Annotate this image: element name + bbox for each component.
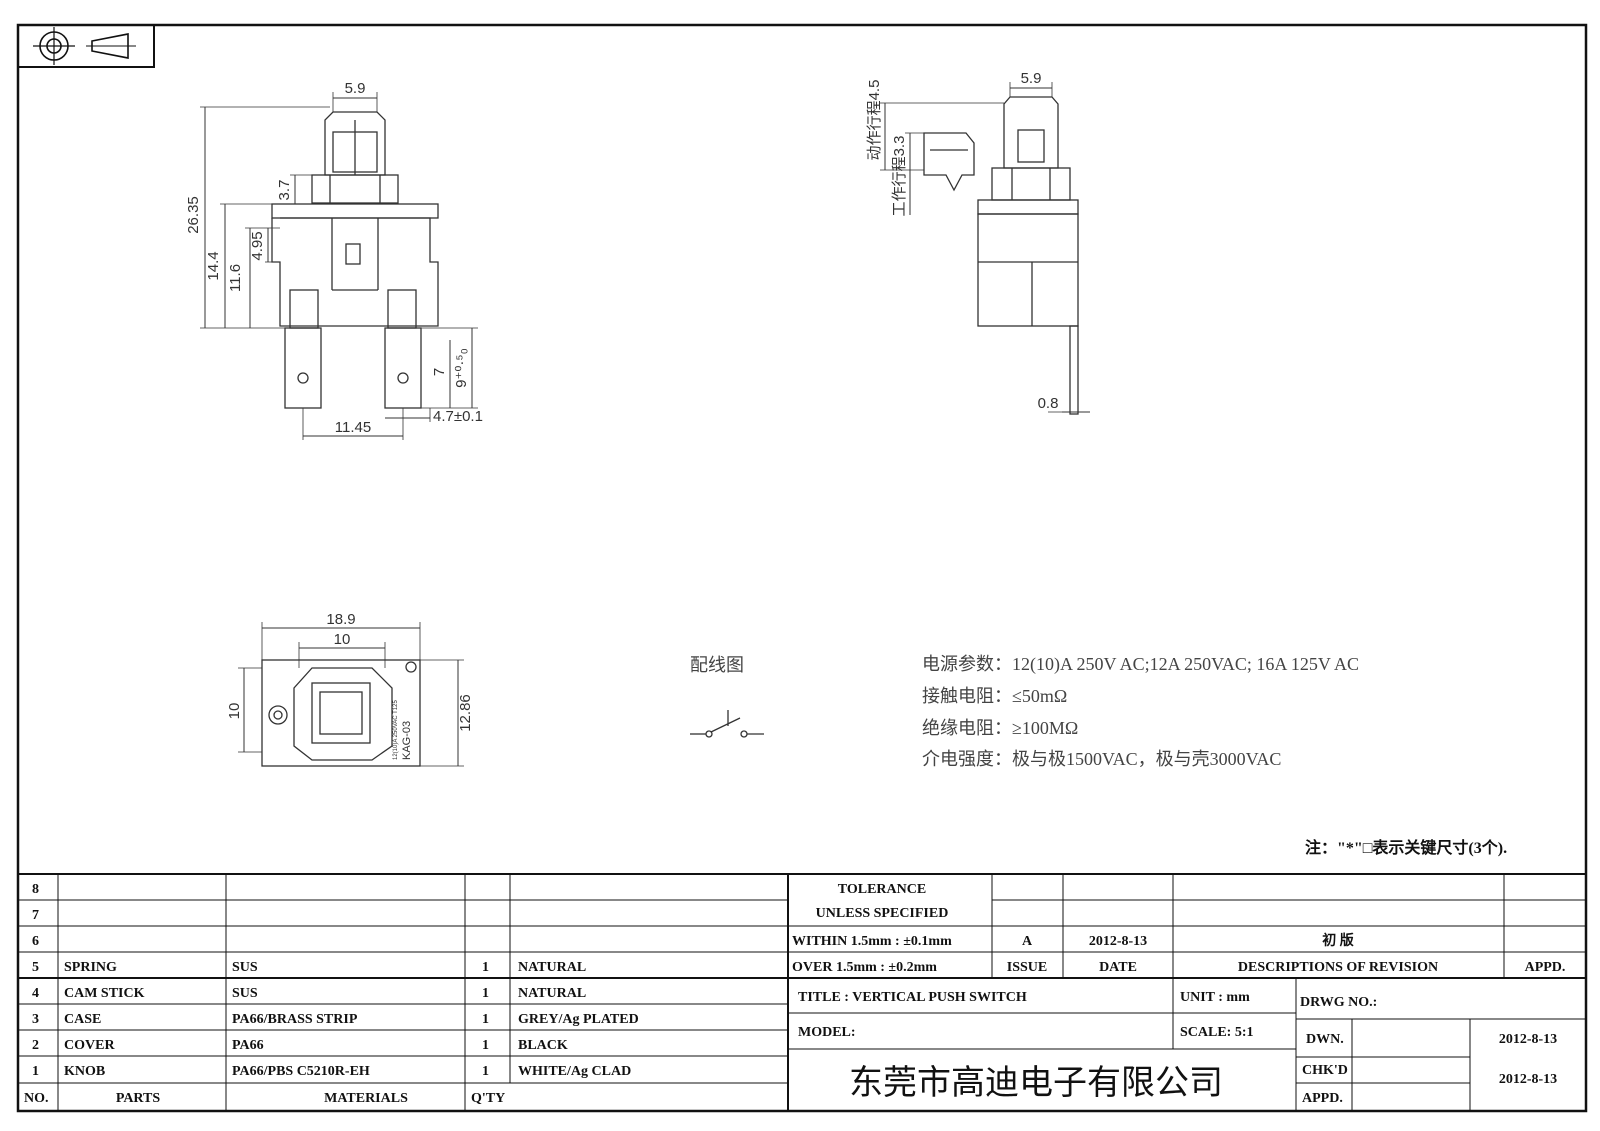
row-2-finish: BLACK <box>518 1038 568 1053</box>
dim-terminal-width: 4.7±0.1 <box>433 408 483 425</box>
row-1-part: KNOB <box>64 1064 105 1079</box>
title-block: TOLERANCE UNLESS SPECIFIED WITHIN 1.5mm … <box>792 882 1565 1106</box>
checked-date: 2012-8-13 <box>1499 1072 1557 1087</box>
company-name: 东莞市高迪电子有限公司 <box>849 1063 1223 1103</box>
key-dimension-note: 注："*"□表示关键尺寸(3个). <box>1305 838 1507 857</box>
row-5-qty: 1 <box>482 960 489 975</box>
row-1-material: PA66/PBS C5210R-EH <box>232 1064 370 1079</box>
row-5-part: SPRING <box>64 960 117 975</box>
spec-rating: 电源参数：12(10)A 250V AC;12A 250VAC; 16A 125… <box>922 654 1359 675</box>
row-3-no: 3 <box>32 1012 39 1027</box>
row-4-qty: 1 <box>482 986 489 1001</box>
scale-label: SCALE: 5:1 <box>1180 1025 1254 1040</box>
dim-terminal-length: 7 <box>431 368 448 376</box>
row-3-finish: GREY/Ag PLATED <box>518 1012 639 1027</box>
row-5-finish: NATURAL <box>518 960 586 975</box>
dim-top-width: 18.9 <box>326 611 355 628</box>
row-5-no: 5 <box>32 960 39 975</box>
header-qty: Q'TY <box>471 1091 505 1106</box>
sheet-frame <box>16 23 1588 1113</box>
spec-insulation-resistance: 绝缘电阻：≥100MΩ <box>922 718 1078 738</box>
wiring-diagram-label: 配线图 <box>690 655 744 675</box>
switch-symbol-icon <box>690 710 764 738</box>
parts-table-grid <box>18 873 1586 1111</box>
dim-terminal-length-tol: 9⁺⁰·⁵₀ <box>453 348 470 388</box>
spec-contact-resistance: 接触电阻：≤50mΩ <box>922 686 1067 706</box>
parts-table: 8 7 6 5 SPRING SUS 1 NATURAL 4 CAM STICK… <box>24 882 639 1106</box>
dim-travel-work: 工作行程3.3 <box>891 136 908 217</box>
drawn-date: 2012-8-13 <box>1499 1032 1557 1047</box>
date-value: 2012-8-13 <box>1089 934 1147 949</box>
checked-label: CHK'D <box>1302 1063 1348 1078</box>
side-view <box>880 82 1090 415</box>
row-5-material: SUS <box>232 960 258 975</box>
row-3-qty: 1 <box>482 1012 489 1027</box>
tolerance-over: OVER 1.5mm : ±0.2mm <box>792 960 937 975</box>
row-8-no: 8 <box>32 882 39 897</box>
unit-label: UNIT : mm <box>1180 990 1250 1005</box>
dim-top-right-height: 12.86 <box>457 694 474 732</box>
drawing-title: TITLE : VERTICAL PUSH SWITCH <box>798 990 1027 1005</box>
dim-front-height-a: 14.4 <box>205 251 222 280</box>
row-3-material: PA66/BRASS STRIP <box>232 1012 358 1027</box>
row-6-no: 6 <box>32 934 39 949</box>
dim-front-height-b: 11.6 <box>227 264 244 292</box>
front-view <box>200 92 478 440</box>
dim-terminal-pitch: 11.45 <box>335 419 371 436</box>
appd-header-label: APPD. <box>1525 960 1566 975</box>
row-2-qty: 1 <box>482 1038 489 1053</box>
header-parts: PARTS <box>116 1091 161 1106</box>
dim-front-height-c: 4.95 <box>249 231 266 260</box>
row-4-part: CAM STICK <box>64 986 145 1001</box>
spec-dielectric-strength: 介电强度：极与极1500VAC，极与壳3000VAC <box>922 749 1281 769</box>
dim-front-height-d: 3.7 <box>276 180 293 201</box>
dim-side-top-width: 5.9 <box>1021 70 1042 87</box>
dim-front-top-width: 5.9 <box>345 80 366 97</box>
issue-label: ISSUE <box>1007 960 1047 975</box>
tolerance-within: WITHIN 1.5mm : ±0.1mm <box>792 934 952 949</box>
dim-top-left-height: 10 <box>226 703 243 720</box>
row-4-no: 4 <box>32 986 39 1001</box>
row-4-material: SUS <box>232 986 258 1001</box>
top-marking-model: KAG-03 <box>401 721 413 760</box>
approved-label: APPD. <box>1302 1091 1343 1106</box>
row-2-material: PA66 <box>232 1038 264 1053</box>
tolerance-label: TOLERANCE <box>838 882 926 897</box>
dim-pin-thickness: 0.8 <box>1038 395 1059 412</box>
model-label: MODEL: <box>798 1025 856 1040</box>
header-materials: MATERIALS <box>324 1091 408 1106</box>
projection-symbol-icon <box>17 24 155 68</box>
date-label: DATE <box>1099 960 1137 975</box>
row-1-qty: 1 <box>482 1064 489 1079</box>
row-7-no: 7 <box>32 908 39 923</box>
row-1-no: 1 <box>32 1064 39 1079</box>
header-no: NO. <box>24 1091 49 1106</box>
tolerance-unless: UNLESS SPECIFIED <box>816 906 949 921</box>
row-3-part: CASE <box>64 1012 101 1027</box>
dim-top-inner-width: 10 <box>334 631 351 648</box>
drawn-label: DWN. <box>1306 1032 1344 1047</box>
dim-travel-total: 动作行程4.5 <box>866 80 883 161</box>
descriptions-label: DESCRIPTIONS OF REVISION <box>1238 960 1438 975</box>
row-2-no: 2 <box>32 1038 39 1053</box>
top-marking-rating: 12(10)A 250VAC T125 <box>393 700 399 760</box>
drawing-number-label: DRWG NO.: <box>1300 995 1377 1010</box>
dim-front-total-height: 26.35 <box>185 196 202 234</box>
top-view <box>238 622 464 767</box>
row-1-finish: WHITE/Ag CLAD <box>518 1064 631 1079</box>
revision-description: 初 版 <box>1322 932 1354 949</box>
row-4-finish: NATURAL <box>518 986 586 1001</box>
issue-value: A <box>1022 934 1033 949</box>
row-2-part: COVER <box>64 1038 115 1053</box>
